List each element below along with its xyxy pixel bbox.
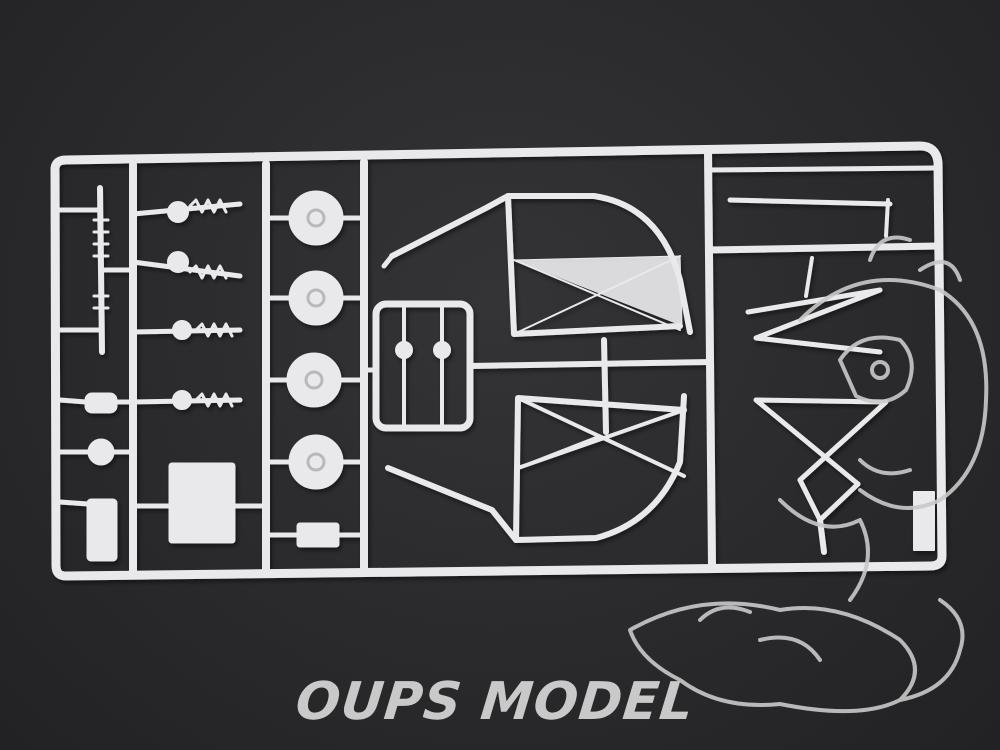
mascot-watermark [628, 235, 989, 714]
roll-cage-lower [385, 393, 687, 543]
center-sub-frame [372, 300, 474, 432]
runner-right-h [706, 242, 942, 254]
box-part [168, 462, 236, 544]
spring-parts [130, 198, 243, 410]
small-part-1 [84, 392, 118, 414]
sprue-outer-frame [50, 141, 947, 581]
small-box-part [296, 522, 340, 548]
watermark-text: OUPS MODEL [292, 672, 698, 732]
small-part-2 [87, 438, 115, 466]
small-part-3 [86, 498, 118, 562]
roll-cage-upper [381, 193, 693, 337]
right-brace-parts [727, 197, 935, 555]
wheel-parts [263, 190, 367, 490]
